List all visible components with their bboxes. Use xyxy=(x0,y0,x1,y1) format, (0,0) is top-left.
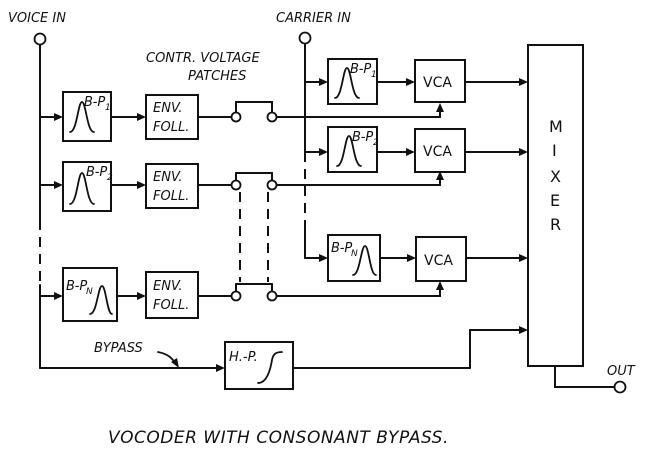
svg-text:X: X xyxy=(550,167,561,186)
output: OUT xyxy=(554,364,636,394)
analysis-filter-1: B-P 1 xyxy=(62,91,112,142)
svg-text:FOLL.: FOLL. xyxy=(153,120,189,135)
vca-1: VCA xyxy=(414,59,466,103)
env-follower-1: ENV. FOLL. xyxy=(145,94,199,140)
voice-in-label: VOICE IN xyxy=(8,11,66,26)
synthesis-filter-1: B-P 1 xyxy=(327,58,378,105)
voice-in-jack[interactable] xyxy=(33,32,47,46)
svg-text:B-P: B-P xyxy=(331,241,352,256)
bypass-path: BYPASS xyxy=(39,341,225,372)
vca-n: VCA xyxy=(415,236,467,282)
svg-text:VCA: VCA xyxy=(423,75,452,91)
svg-text:2: 2 xyxy=(373,138,379,148)
svg-text:H.-P.: H.-P. xyxy=(229,350,258,365)
svg-text:N: N xyxy=(351,249,358,259)
carrier-in-jack[interactable] xyxy=(298,31,312,45)
svg-text:FOLL.: FOLL. xyxy=(153,189,189,204)
svg-text:1: 1 xyxy=(105,103,111,113)
out-label: OUT xyxy=(607,364,636,379)
cv-lines xyxy=(276,103,444,297)
synthesis-filter-n: B-P N xyxy=(327,234,381,282)
analysis-filter-2: B-P 2 xyxy=(62,161,113,212)
patch-jack-in-n[interactable] xyxy=(230,290,242,302)
mixer: M I X E R xyxy=(527,44,584,367)
env-follower-n: ENV. FOLL. xyxy=(145,271,199,319)
svg-text:B-P: B-P xyxy=(66,279,87,294)
svg-text:R: R xyxy=(550,215,561,234)
patch-jack-in-2[interactable] xyxy=(230,179,242,191)
svg-text:B-P: B-P xyxy=(84,95,105,110)
out-jack[interactable] xyxy=(613,380,627,394)
carrier-in-label: CARRIER IN xyxy=(276,11,351,26)
cv-patches-label-line1: CONTR. VOLTAGE xyxy=(146,51,260,66)
cv-patch-bay xyxy=(230,101,278,302)
vca-2: VCA xyxy=(414,128,466,173)
voice-branches xyxy=(39,113,63,300)
svg-text:ENV.: ENV. xyxy=(153,279,182,294)
synthesis-filter-2: B-P 2 xyxy=(327,126,379,173)
svg-text:B-P: B-P xyxy=(352,130,373,145)
env-follower-2: ENV. FOLL. xyxy=(145,163,199,209)
svg-text:FOLL.: FOLL. xyxy=(153,298,189,313)
cv-patches-label-line2: PATCHES xyxy=(188,69,246,84)
mixer-inputs xyxy=(292,78,528,369)
patch-jack-in-1[interactable] xyxy=(230,111,242,123)
svg-text:B-P: B-P xyxy=(86,165,107,180)
svg-text:M: M xyxy=(549,117,563,136)
svg-text:2: 2 xyxy=(107,173,113,183)
analysis-filter-n: B-P N xyxy=(62,267,118,322)
svg-text:VCA: VCA xyxy=(423,144,452,160)
bypass-label: BYPASS xyxy=(94,341,143,356)
svg-text:ENV.: ENV. xyxy=(153,101,182,116)
svg-text:B-P: B-P xyxy=(350,62,371,77)
svg-text:N: N xyxy=(86,287,93,297)
patch-jack-out-2[interactable] xyxy=(266,179,278,191)
patch-jack-out-n[interactable] xyxy=(266,290,278,302)
highpass-filter: H.-P. xyxy=(224,341,294,390)
svg-text:ENV.: ENV. xyxy=(153,170,182,185)
svg-text:VCA: VCA xyxy=(424,253,453,269)
svg-text:1: 1 xyxy=(371,70,377,80)
svg-text:E: E xyxy=(550,191,560,210)
carrier-trunk xyxy=(304,43,328,262)
svg-text:I: I xyxy=(552,141,557,160)
patch-cord-1[interactable] xyxy=(235,101,273,113)
diagram-caption: VOCODER WITH CONSONANT BYPASS. xyxy=(108,428,449,448)
patch-jack-out-1[interactable] xyxy=(266,111,278,123)
